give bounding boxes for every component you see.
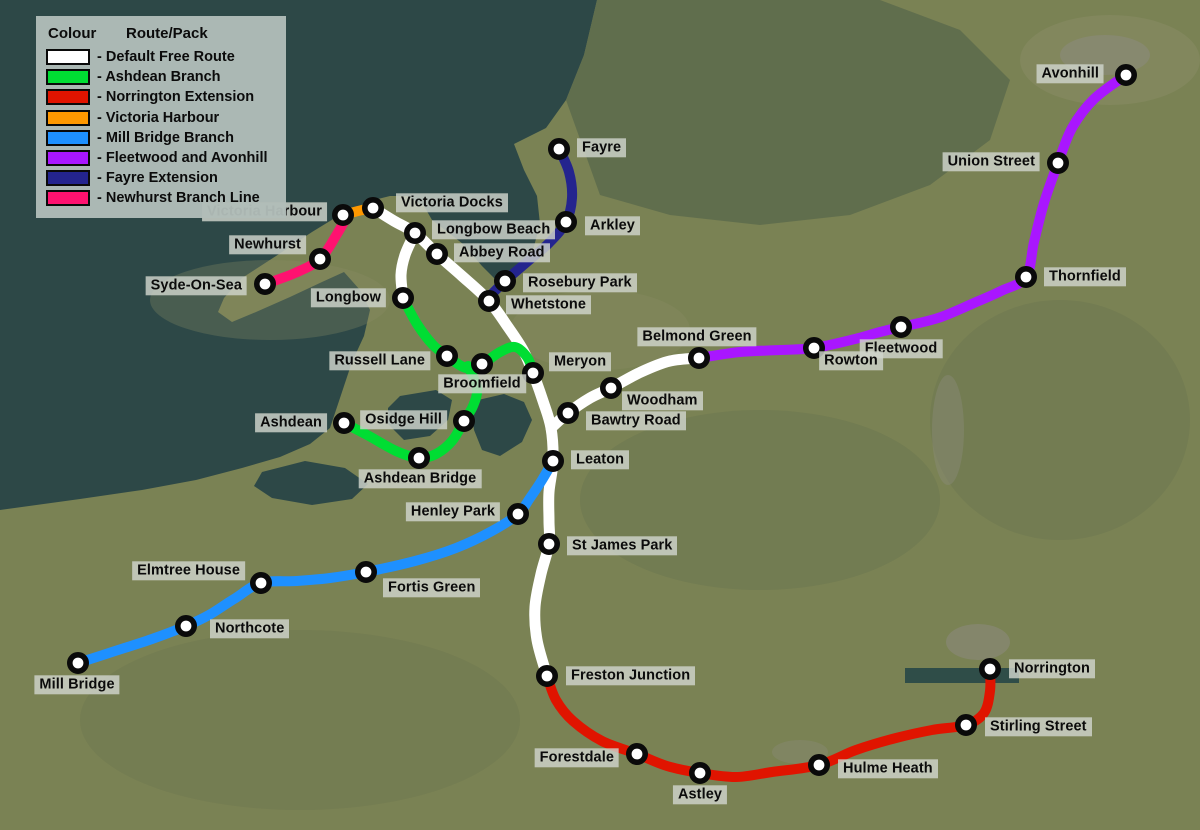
station-marker-freston-junction (535, 664, 558, 687)
station-marker-hulme-heath (807, 753, 830, 776)
station-marker-avonhill (1115, 64, 1138, 87)
legend-swatch-victoria-harbour (46, 109, 90, 126)
legend-row-newhurst-branch-line: - Newhurst Branch Line (46, 190, 276, 207)
legend-row-mill-bridge-branch: - Mill Bridge Branch (46, 129, 276, 146)
legend-label: - Fayre Extension (97, 170, 218, 187)
terrain-patch-4 (580, 410, 940, 590)
legend-rows: - Default Free Route - Ashdean Branch - No… (46, 49, 276, 207)
station-marker-belmond-green (687, 346, 710, 369)
legend-row-default-free-route: - Default Free Route (46, 49, 276, 65)
legend-panel: Colour Route/Pack - Default Free Route- … (36, 16, 286, 219)
station-marker-syde-on-sea (253, 272, 276, 295)
legend-header-colour: Colour (48, 25, 97, 42)
terrain-patch-1 (566, 0, 1010, 225)
legend-label: - Victoria Harbour (97, 109, 220, 126)
legend-swatch-norrington-extension (46, 89, 90, 106)
station-marker-st-james-park (537, 532, 560, 555)
station-marker-rowton (802, 336, 825, 359)
legend-label: - Newhurst Branch Line (97, 190, 260, 207)
station-marker-longbow (391, 286, 414, 309)
legend-label: - Default Free Route (97, 49, 235, 65)
lake-3 (254, 461, 368, 505)
station-marker-northcote (175, 614, 198, 637)
legend-swatch-fayre-extension (46, 170, 90, 187)
station-marker-elmtree-house (250, 571, 273, 594)
station-marker-longbow-beach (403, 222, 426, 245)
station-marker-fleetwood (889, 315, 912, 338)
terrain-patch-9 (946, 624, 1010, 660)
station-marker-norrington (978, 657, 1001, 680)
station-marker-mill-bridge (67, 651, 90, 674)
legend-row-fayre-extension: - Fayre Extension (46, 170, 276, 187)
station-marker-woodham (599, 376, 622, 399)
legend-label: - Norrington Extension (97, 89, 255, 106)
station-marker-astley (688, 761, 711, 784)
legend-header-route: Route/Pack (126, 25, 208, 42)
station-marker-broomfield (470, 352, 493, 375)
station-marker-union-street (1047, 152, 1070, 175)
station-marker-ashdean-bridge (407, 446, 430, 469)
legend-row-ashdean-branch: - Ashdean Branch (46, 69, 276, 86)
legend-swatch-mill-bridge-branch (46, 129, 90, 146)
station-marker-forestdale (625, 742, 648, 765)
terrain-patch-5 (80, 630, 520, 810)
legend-swatch-ashdean-branch (46, 69, 90, 86)
norrington-pier (905, 668, 1019, 683)
route-line-ashdean-branch-2 (339, 361, 483, 464)
route-line-norrington-extension (542, 664, 996, 783)
terrain-patch-7 (930, 300, 1190, 540)
station-marker-victoria-docks (361, 197, 384, 220)
station-marker-henley-park (506, 502, 529, 525)
station-marker-leaton (541, 449, 564, 472)
legend-row-norrington-extension: - Norrington Extension (46, 89, 276, 106)
station-marker-whetstone (477, 289, 500, 312)
station-marker-stirling-street (954, 713, 977, 736)
legend-label: - Fleetwood and Avonhill (97, 149, 268, 166)
station-marker-osidge-hill (452, 409, 475, 432)
station-marker-arkley (554, 211, 577, 234)
station-marker-rosebury-park (493, 269, 516, 292)
legend-header: Colour Route/Pack (46, 25, 276, 42)
station-marker-thornfield (1014, 265, 1037, 288)
legend-swatch-default-free-route (46, 49, 90, 65)
legend-label: - Mill Bridge Branch (97, 129, 234, 146)
station-marker-newhurst (308, 248, 331, 271)
legend-swatch-fleetwood-and-avonhill (46, 149, 90, 166)
station-marker-fayre (547, 138, 570, 161)
station-marker-russell-lane (435, 344, 458, 367)
station-marker-victoria-harbour (331, 204, 354, 227)
legend-row-fleetwood-and-avonhill: - Fleetwood and Avonhill (46, 149, 276, 166)
legend-row-victoria-harbour: - Victoria Harbour (46, 109, 276, 126)
station-marker-abbey-road (425, 243, 448, 266)
station-marker-meryon (521, 361, 544, 384)
station-marker-fortis-green (354, 560, 377, 583)
lake-1 (388, 390, 452, 440)
terrain-patch-8 (1060, 35, 1150, 75)
terrain-patch-10 (932, 375, 964, 485)
legend-swatch-newhurst-branch-line (46, 190, 90, 207)
terrain-patch-3 (150, 260, 390, 340)
station-marker-ashdean (332, 411, 355, 434)
lake-2 (472, 394, 532, 456)
legend-label: - Ashdean Branch (97, 69, 221, 86)
station-marker-bawtry-road (556, 401, 579, 424)
